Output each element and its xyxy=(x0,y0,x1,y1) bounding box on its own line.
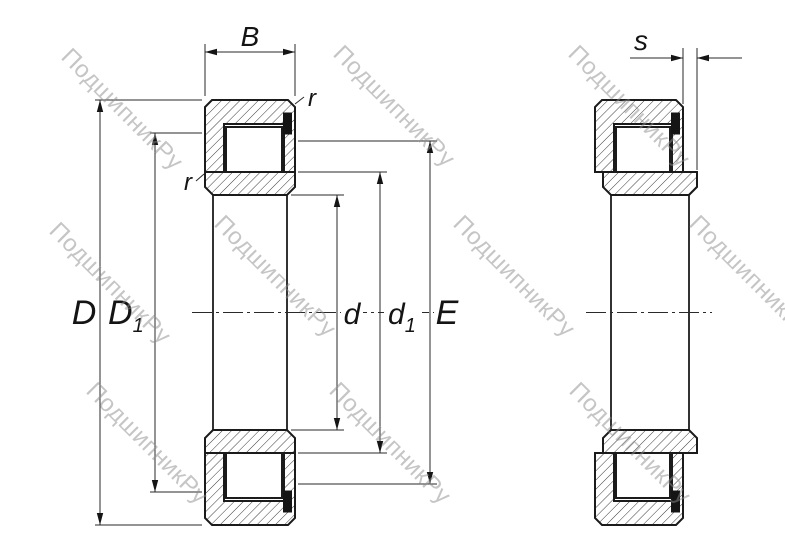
arrowhead xyxy=(283,48,295,56)
arrowhead xyxy=(333,195,341,207)
right-roller-top xyxy=(615,126,671,173)
dim-label-E: E xyxy=(436,294,459,332)
arrowhead xyxy=(333,418,341,430)
dimension-r-top: r xyxy=(294,85,317,112)
right-view: s xyxy=(586,25,742,526)
arrowhead xyxy=(426,472,434,484)
dimension-B: B xyxy=(204,21,296,96)
arrowhead xyxy=(96,513,104,525)
left-view: B r r D D1 xyxy=(72,21,462,526)
arrowhead xyxy=(376,172,384,184)
dim-label-d: d xyxy=(344,298,362,331)
dim-label-d1-base: d xyxy=(388,298,406,331)
dim-label-D1: D1 xyxy=(108,294,144,337)
leader-line xyxy=(195,173,205,182)
label-background xyxy=(384,296,422,336)
dim-label-r-side: r xyxy=(184,169,193,196)
dim-label-D1-base: D xyxy=(108,294,133,332)
dimension-D: D xyxy=(72,99,202,526)
dim-label-B: B xyxy=(241,21,260,52)
left-roller-top xyxy=(225,126,283,173)
arrowhead xyxy=(151,480,159,492)
arrowhead xyxy=(205,48,217,56)
left-snap-ring-bottom xyxy=(283,490,292,513)
dim-label-D1-sub: 1 xyxy=(133,315,144,337)
dimension-r-side: r xyxy=(184,169,205,196)
dimension-D1: D1 xyxy=(108,132,202,493)
arrowhead xyxy=(96,100,104,112)
right-inner-ring-top-section xyxy=(602,171,698,196)
right-roller-bottom xyxy=(615,452,671,499)
label-background xyxy=(341,296,363,336)
right-snap-ring-top xyxy=(671,112,680,135)
dim-label-s: s xyxy=(634,25,648,56)
arrowhead xyxy=(671,54,683,62)
dimension-d1: d1 xyxy=(298,171,422,454)
arrowhead xyxy=(697,54,709,62)
dim-label-d1-sub: 1 xyxy=(405,315,416,337)
left-roller-bottom xyxy=(225,452,283,499)
arrowhead xyxy=(426,141,434,153)
leader-line xyxy=(294,96,305,105)
arrowhead xyxy=(151,133,159,145)
arrowhead xyxy=(376,441,384,453)
right-snap-ring-bottom xyxy=(671,490,680,513)
dim-label-D: D xyxy=(72,294,97,332)
left-inner-ring-top-section xyxy=(204,171,296,196)
dimension-d: d xyxy=(291,194,363,431)
left-snap-ring-top xyxy=(283,112,292,135)
dimension-E: E xyxy=(298,140,462,485)
dim-label-r-top: r xyxy=(308,85,317,112)
left-inner-ring-bottom-section xyxy=(204,429,296,454)
dimension-s: s xyxy=(630,25,742,170)
dim-label-d1: d1 xyxy=(388,298,416,337)
label-background xyxy=(434,296,462,336)
